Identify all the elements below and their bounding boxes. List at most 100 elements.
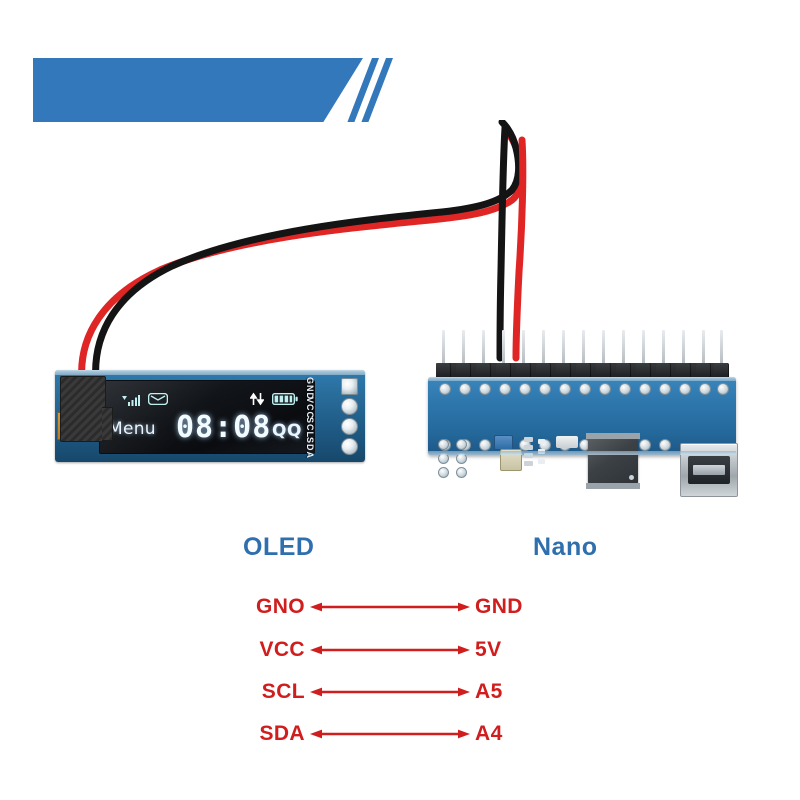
header-block	[596, 363, 611, 379]
oled-solder-pad-vcc	[341, 398, 358, 415]
header-pin	[522, 330, 525, 366]
header-pin	[542, 330, 545, 366]
oled-solder-pad-gnd	[341, 378, 358, 395]
header-pin	[502, 330, 505, 366]
oled-solder-pad-scl	[341, 418, 358, 435]
mapping-oled-pin-2: VCC	[259, 638, 305, 661]
resistor	[524, 445, 533, 450]
nano-pcb	[428, 377, 738, 497]
header-pin	[642, 330, 645, 366]
mapping-arrow-1	[310, 602, 470, 612]
oled-connector-clip	[60, 376, 113, 442]
status-led	[538, 449, 545, 454]
header-block	[636, 363, 651, 379]
mapping-nano-pin-4: A4	[475, 722, 503, 745]
header-pin	[662, 330, 665, 366]
header-block	[516, 363, 531, 379]
header-pin	[622, 330, 625, 366]
icsp-pad	[438, 439, 449, 450]
pin-mapping-row-3: SCL A5	[0, 675, 800, 709]
nano-solder-pad	[479, 383, 491, 395]
header-block	[676, 363, 691, 379]
mapping-arrow-3	[310, 687, 470, 697]
header-pin	[682, 330, 685, 366]
nano-solder-pad	[639, 439, 651, 451]
header-block	[556, 363, 571, 379]
banner-background	[33, 58, 363, 122]
nano-solder-pad	[499, 383, 511, 395]
data-updown-icon	[250, 392, 264, 406]
header-block	[576, 363, 591, 379]
mapping-nano-pin-2: 5V	[475, 638, 502, 661]
legend-oled-title: OLED	[243, 533, 315, 561]
icsp-header	[438, 439, 472, 478]
connection-wires	[78, 120, 527, 386]
nano-solder-pad	[579, 383, 591, 395]
status-led	[538, 439, 545, 444]
resistor	[524, 461, 533, 466]
mini-usb-connector	[680, 443, 738, 497]
oled-screen: Menu 08:08 QQ	[99, 380, 315, 454]
resistor	[524, 453, 533, 458]
mapping-oled-pin-4: SDA	[259, 722, 305, 745]
header-block	[696, 363, 711, 379]
screen-clock: 08:08	[176, 410, 272, 445]
oled-module: Menu 08:08 QQ GND VCC SCL SDA	[55, 370, 365, 462]
oled-pin-label-scl: SCL	[305, 417, 315, 438]
icsp-pad	[456, 467, 467, 478]
nano-solder-pad	[619, 383, 631, 395]
header-pin	[582, 330, 585, 366]
mcu-pins-bottom	[586, 483, 640, 489]
usb-socket	[688, 456, 730, 484]
status-led	[538, 459, 545, 464]
nano-solder-pad	[717, 383, 729, 395]
header-pin	[562, 330, 565, 366]
nano-solder-pad	[519, 383, 531, 395]
nano-solder-pad	[479, 439, 491, 451]
header-block	[616, 363, 631, 379]
battery-icon	[272, 393, 298, 405]
icsp-pad	[456, 453, 467, 464]
header-pin	[462, 330, 465, 366]
nano-solder-pad	[659, 439, 671, 451]
arduino-nano-board	[428, 330, 758, 497]
mcu-pins-top	[586, 433, 640, 439]
nano-solder-pad	[659, 383, 671, 395]
nano-solder-pad	[439, 383, 451, 395]
black-wire	[92, 120, 523, 386]
nano-solder-pad	[599, 383, 611, 395]
red-wire-tail	[512, 136, 527, 362]
nano-solder-pad	[559, 383, 571, 395]
header-block	[714, 363, 729, 379]
banner: Application	[0, 50, 440, 156]
header-block	[656, 363, 671, 379]
header-block	[476, 363, 491, 379]
pin-mapping-row-1: GNO GND	[0, 590, 800, 624]
mapping-nano-pin-3: A5	[475, 680, 503, 703]
message-icon	[148, 393, 168, 405]
legend-nano-title: Nano	[533, 533, 598, 561]
pin-mapping-row-2: VCC 5V	[0, 633, 800, 667]
resistor	[524, 437, 533, 442]
oled-pin-label-sda: SDA	[305, 437, 315, 460]
header-pin	[602, 330, 605, 366]
black-wire-tail	[496, 124, 509, 362]
capacitor	[556, 436, 578, 448]
reset-button[interactable]	[500, 449, 522, 471]
screen-app-label: QQ	[272, 421, 302, 441]
nano-solder-pad	[679, 383, 691, 395]
mapping-oled-pin-1: GNO	[255, 595, 305, 618]
screen-menu-label: Menu	[108, 419, 156, 439]
crystal-oscillator	[494, 435, 513, 450]
nano-solder-pad	[699, 383, 711, 395]
nano-solder-pad	[639, 383, 651, 395]
icsp-pad	[456, 439, 467, 450]
header-block	[536, 363, 551, 379]
nano-solder-pad	[539, 383, 551, 395]
mapping-arrow-2	[310, 645, 470, 655]
mapping-oled-pin-3: SCL	[261, 680, 305, 703]
mapping-nano-pin-1: GND	[475, 595, 523, 618]
atmega-microcontroller	[588, 438, 638, 484]
header-block	[456, 363, 471, 379]
